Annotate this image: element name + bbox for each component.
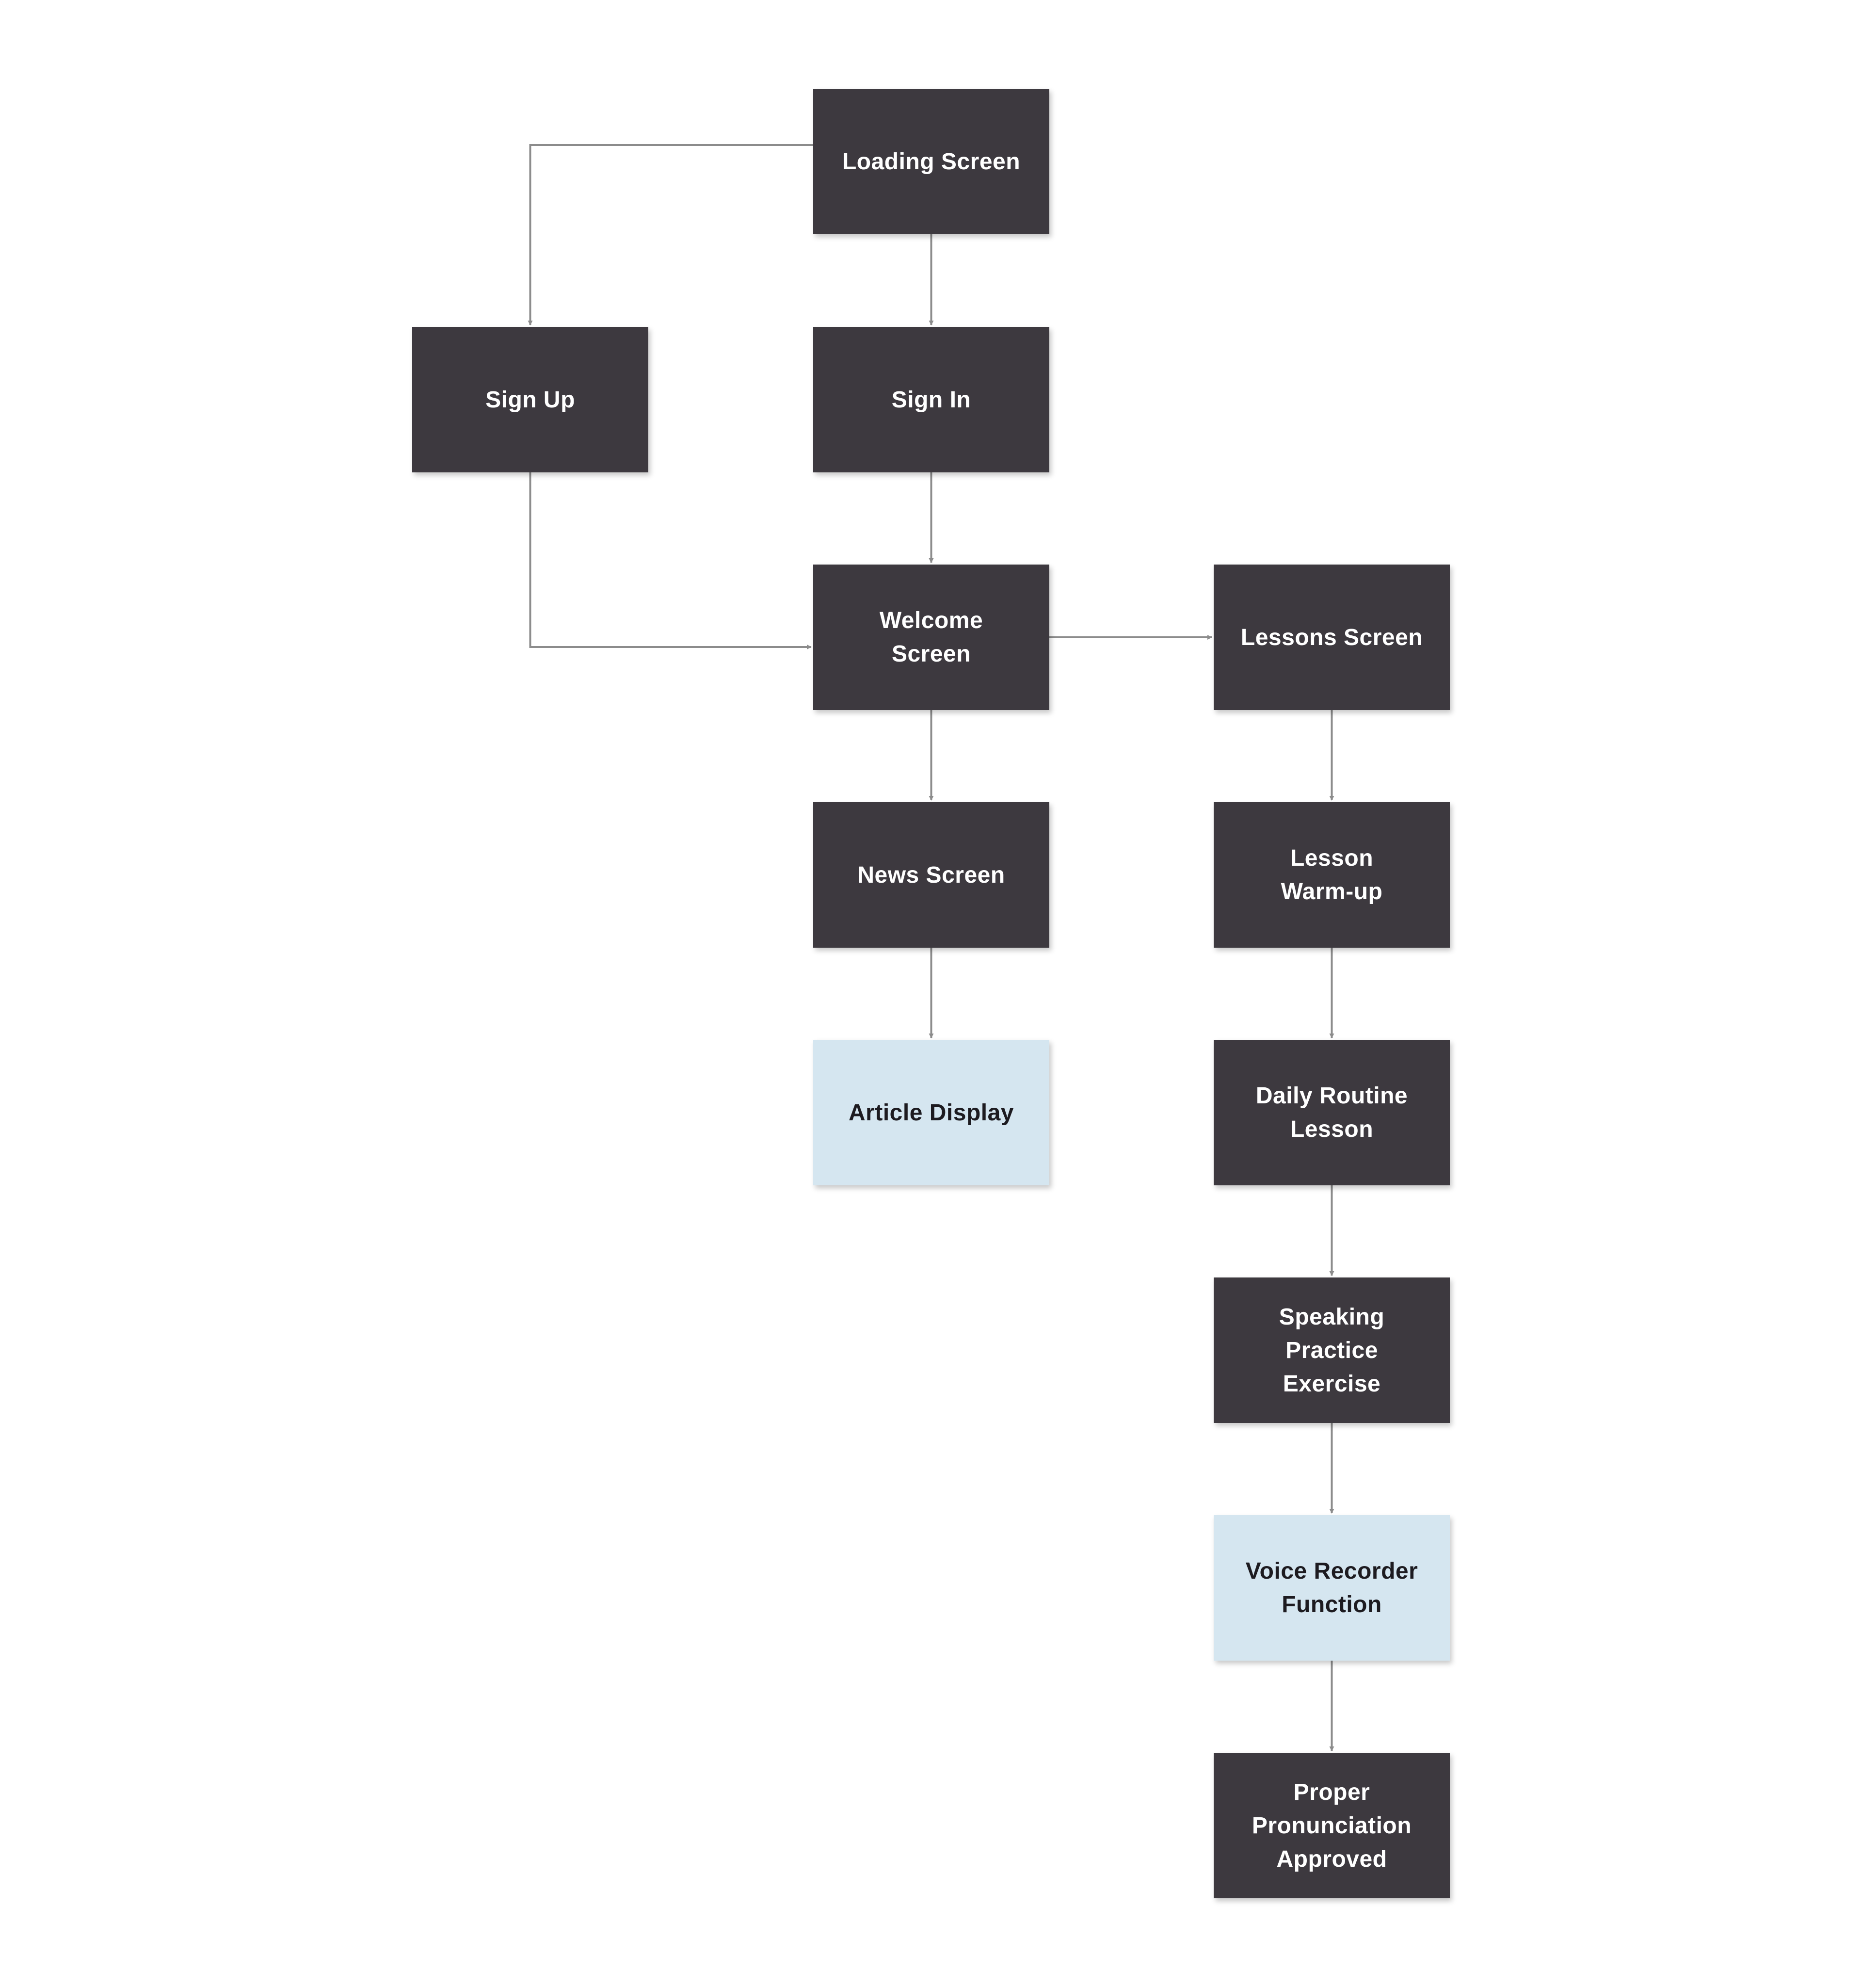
node-label: Lesson Warm-up <box>1281 845 1383 905</box>
connector-arrow-loading-to-signup <box>528 144 813 325</box>
node-voice-recorder-function[interactable]: Voice Recorder Function <box>1214 1515 1450 1661</box>
node-sign-up[interactable]: Sign Up <box>412 327 648 472</box>
node-welcome-screen[interactable]: Welcome Screen <box>813 565 1049 710</box>
node-daily-routine-lesson[interactable]: Daily Routine Lesson <box>1214 1040 1450 1185</box>
node-news-screen[interactable]: News Screen <box>813 802 1049 948</box>
node-lesson-warm-up[interactable]: Lesson Warm-up <box>1214 802 1450 948</box>
node-label: Sign Up <box>485 387 575 413</box>
node-label: Proper Pronunciation Approved <box>1252 1779 1412 1872</box>
node-label: News Screen <box>857 862 1005 888</box>
node-article-display[interactable]: Article Display <box>813 1040 1049 1185</box>
node-label: Speaking Practice Exercise <box>1279 1304 1385 1397</box>
node-lessons-screen[interactable]: Lessons Screen <box>1214 565 1450 710</box>
node-label: Article Display <box>849 1099 1014 1126</box>
node-label: Voice Recorder Function <box>1245 1558 1418 1617</box>
node-label: Loading Screen <box>842 148 1021 175</box>
node-sign-in[interactable]: Sign In <box>813 327 1049 472</box>
node-label: Sign In <box>891 387 971 413</box>
node-proper-pronunciation-approved[interactable]: Proper Pronunciation Approved <box>1214 1753 1450 1898</box>
node-label: Welcome Screen <box>879 608 983 667</box>
node-speaking-practice-exercise[interactable]: Speaking Practice Exercise <box>1214 1277 1450 1423</box>
connector-arrow-signup-to-welcome <box>529 472 812 649</box>
node-loading-screen[interactable]: Loading Screen <box>813 89 1049 234</box>
node-label: Daily Routine Lesson <box>1255 1083 1408 1142</box>
node-label: Lessons Screen <box>1240 624 1423 650</box>
